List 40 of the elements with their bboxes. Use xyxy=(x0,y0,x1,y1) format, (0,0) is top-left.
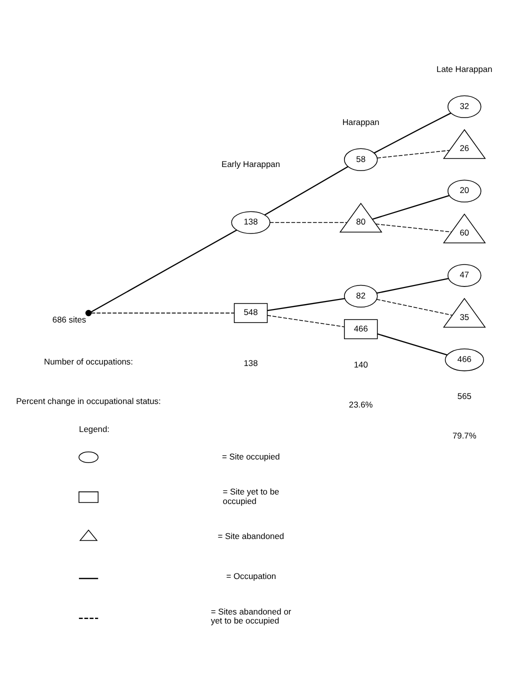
node-ellipse: 138 xyxy=(231,211,270,234)
node-ellipse: 82 xyxy=(344,284,378,308)
label: Legend: xyxy=(79,424,110,434)
label: 79.7% xyxy=(452,430,476,441)
node-circle xyxy=(85,310,92,316)
legend-label: = Site abandoned xyxy=(218,531,284,542)
connector xyxy=(90,229,238,313)
connector xyxy=(376,278,448,294)
legend-label: = Site occupied xyxy=(222,451,280,462)
connector xyxy=(267,298,345,312)
node-ellipse: 58 xyxy=(344,148,378,171)
label: Percent change in occupational status: xyxy=(16,396,161,406)
legend-label: = Sites abandoned or yet to be occupied xyxy=(210,606,292,626)
node-box: 466 xyxy=(344,319,378,340)
connector xyxy=(266,315,345,328)
label: Number of occupations: xyxy=(44,356,134,366)
label: 138 xyxy=(244,358,258,368)
node-ellipse: 47 xyxy=(448,264,482,287)
label: Early Harappan xyxy=(222,159,280,170)
connector xyxy=(90,312,234,314)
connector xyxy=(374,112,452,154)
label: 565 xyxy=(457,390,472,401)
connector xyxy=(264,166,348,216)
node-ellipse: 20 xyxy=(448,180,482,202)
node-ellipse: 466 xyxy=(444,348,484,372)
label: 23.6% xyxy=(348,399,373,410)
node-box: 548 xyxy=(234,303,268,324)
legend-label: = Site yet to be occupied xyxy=(222,486,280,506)
connector xyxy=(376,298,453,316)
connector xyxy=(270,222,348,223)
label: Late Harappan xyxy=(436,64,492,74)
label: Harappan xyxy=(342,116,380,127)
connector xyxy=(372,194,450,220)
label: 140 xyxy=(354,359,368,370)
node-ellipse: 32 xyxy=(448,95,482,118)
connector xyxy=(375,224,452,232)
node-label: 686 sites xyxy=(52,314,86,325)
legend-label: = Occupation xyxy=(226,571,276,582)
connector xyxy=(376,150,450,158)
connector xyxy=(377,333,448,356)
